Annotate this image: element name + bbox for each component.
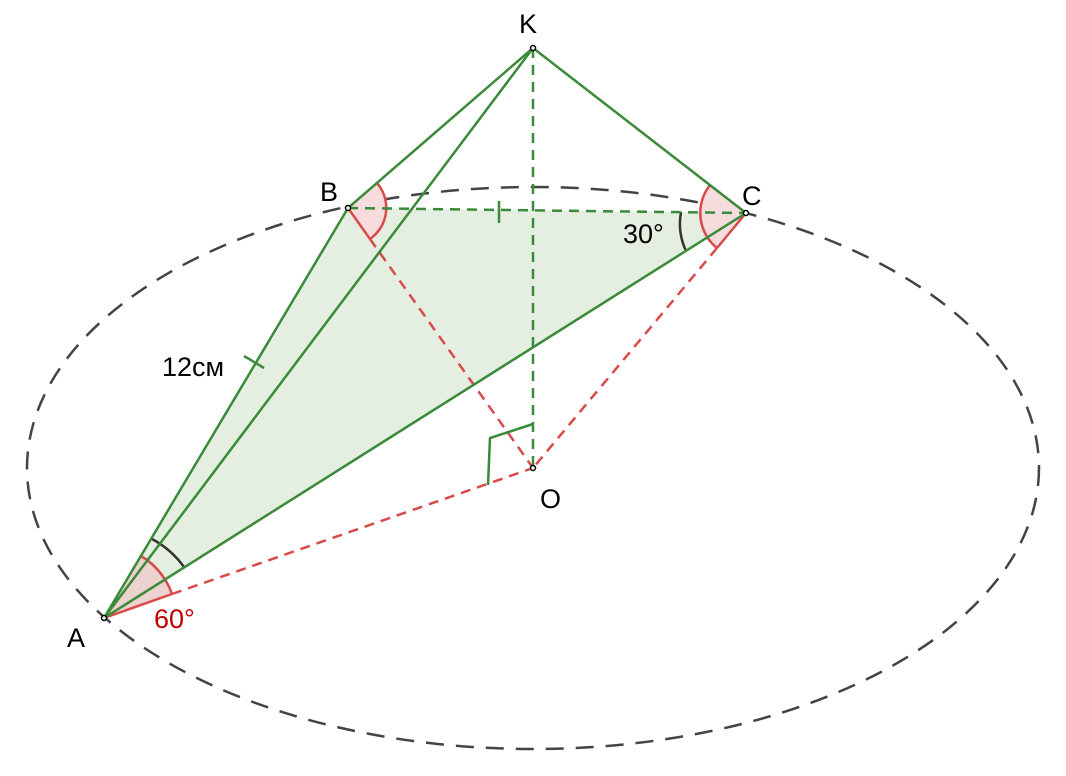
- side-ao-solid: [103, 592, 173, 620]
- radius-bo: [368, 238, 535, 469]
- point-k: [529, 44, 537, 52]
- edge-kc: [532, 47, 747, 214]
- angle-c-side: [716, 212, 747, 249]
- angle-b-arc: [369, 182, 388, 241]
- edge-bc: [347, 206, 747, 215]
- edge-kb: [347, 47, 534, 209]
- angle-b-wedge: [348, 183, 387, 239]
- label-angle-a: 60°: [154, 604, 195, 634]
- edge-ac: [103, 211, 747, 620]
- angle-c-arc: [699, 184, 718, 249]
- angle-a-60-wedge: [104, 556, 172, 618]
- point-c: [742, 209, 750, 217]
- point-b: [344, 204, 352, 212]
- label-angle-c: 30°: [623, 219, 664, 249]
- angle-a-black-arc: [151, 537, 186, 568]
- tick-ab: [243, 354, 265, 370]
- label-a: A: [67, 623, 85, 653]
- edge-ab: [102, 207, 350, 619]
- edge-ka: [103, 47, 534, 619]
- point-o: [529, 464, 537, 472]
- label-c: C: [742, 181, 762, 211]
- angle-c-30-arc: [678, 211, 688, 252]
- label-side-ab: 12см: [162, 352, 224, 382]
- angle-c-wedge: [700, 185, 746, 248]
- label-k: K: [519, 9, 537, 39]
- label-b: B: [320, 177, 338, 207]
- point-a: [100, 614, 108, 622]
- right-angle-mark: [486, 422, 534, 486]
- radius-ao: [171, 466, 534, 596]
- label-o: O: [540, 484, 561, 514]
- angle-b-side: [346, 207, 372, 240]
- angle-a-60-arc: [140, 554, 174, 595]
- radius-co: [532, 247, 718, 469]
